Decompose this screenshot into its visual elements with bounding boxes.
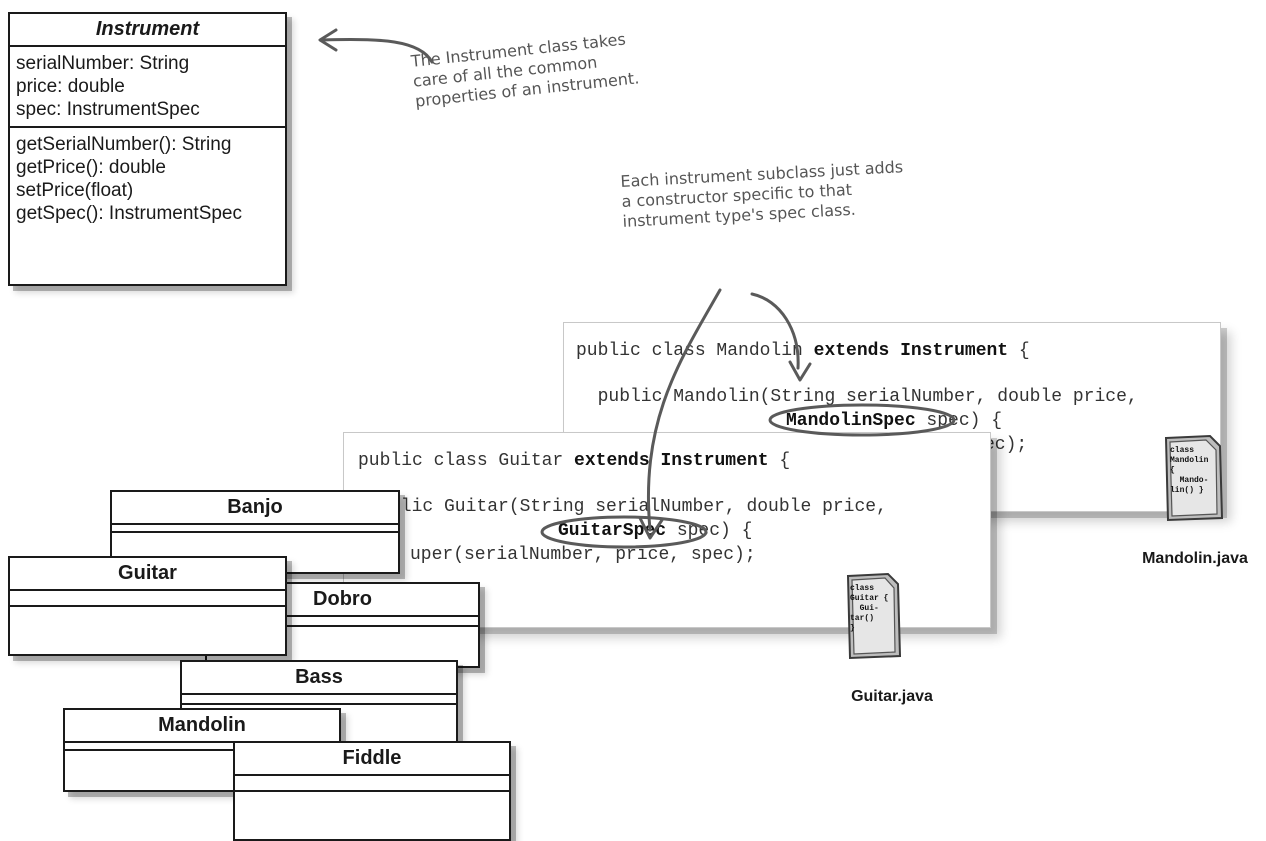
dobro-class-name: Dobro bbox=[207, 584, 478, 617]
mandolin-code-line-4: ec); bbox=[984, 435, 1028, 455]
guitar-file-label: Guitar.java bbox=[851, 688, 933, 705]
bass-class-name: Bass bbox=[182, 662, 456, 695]
mandolin-code-line-2: public Mandolin(String serialNumber, dou… bbox=[576, 387, 1138, 407]
guitar-code-line-1: public class Guitar extends Instrument { bbox=[358, 451, 791, 471]
attribute-price: price: double bbox=[16, 76, 125, 97]
method-get-spec: getSpec(): InstrumentSpec bbox=[16, 203, 242, 224]
attribute-spec: spec: InstrumentSpec bbox=[16, 99, 200, 120]
guitar-file-icon-text: class Guitar { Gui- tar() } bbox=[850, 584, 889, 633]
method-get-price: getPrice(): double bbox=[16, 157, 166, 178]
guitar-file-icon: class Guitar { Gui- tar() } bbox=[840, 570, 906, 662]
guitar-code-line-3: GuitarSpec spec) { bbox=[558, 521, 753, 541]
mandolin-code-line-1: public class Mandolin extends Instrument… bbox=[576, 341, 1030, 361]
banjo-class-name: Banjo bbox=[112, 492, 398, 525]
instrument-class-name: Instrument bbox=[10, 14, 285, 47]
guitar-class-name: Guitar bbox=[10, 558, 285, 591]
mandolin-class-name: Mandolin bbox=[65, 710, 339, 743]
guitar-code-line-4: uper(serialNumber, price, spec); bbox=[410, 545, 756, 565]
guitar-class-box: Guitar bbox=[8, 556, 287, 656]
fiddle-class-box: Fiddle bbox=[233, 741, 511, 841]
mandolin-file-icon-text: class Mandolin { Mando- lin() } bbox=[1170, 446, 1209, 495]
mandolin-file-icon: class Mandolin { Mando- lin() } bbox=[1160, 432, 1226, 524]
subclass-note: Each instrument subclass just adds a con… bbox=[620, 157, 906, 232]
instrument-attributes: serialNumber: String price: double spec:… bbox=[10, 47, 285, 126]
method-get-serial-number: getSerialNumber(): String bbox=[16, 134, 232, 155]
method-set-price: setPrice(float) bbox=[16, 180, 134, 201]
attribute-serial-number: serialNumber: String bbox=[16, 53, 190, 74]
mandolin-file-label: Mandolin.java bbox=[1142, 550, 1248, 567]
instrument-note: The Instrument class takes care of all t… bbox=[410, 28, 640, 111]
instrument-methods: getSerialNumber(): String getPrice(): do… bbox=[10, 126, 285, 230]
guitar-code-line-2: blic Guitar(String serialNumber, double … bbox=[390, 497, 887, 517]
fiddle-class-name: Fiddle bbox=[235, 743, 509, 776]
instrument-note-arrowhead bbox=[318, 28, 338, 52]
instrument-class-box: Instrument serialNumber: String price: d… bbox=[8, 12, 287, 286]
mandolin-code-line-3: MandolinSpec spec) { bbox=[786, 411, 1003, 431]
